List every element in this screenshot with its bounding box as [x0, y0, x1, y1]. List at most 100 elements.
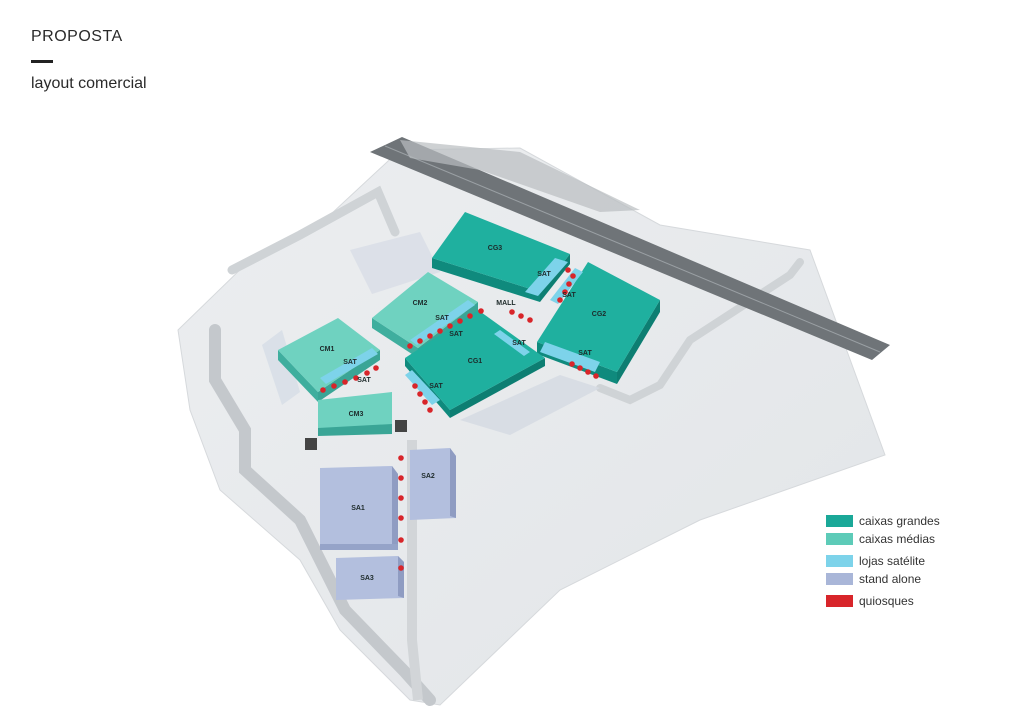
legend-item-caixas-grandes: caixas grandes [826, 512, 940, 530]
context-building [262, 330, 300, 405]
checker-marker [395, 420, 407, 432]
label-sat: SAT [562, 292, 576, 299]
satellite-strip [494, 330, 530, 356]
context-building [460, 375, 600, 435]
label-mall: MALL [496, 300, 516, 307]
label-sat: SAT [578, 350, 592, 357]
kiosk-marker [320, 387, 326, 393]
kiosk-marker [467, 313, 473, 319]
kiosk-marker [557, 297, 563, 303]
kiosk-marker [364, 370, 370, 376]
square-swatch-icon [826, 515, 853, 527]
legend-label: lojas satélite [859, 554, 926, 568]
building-sa1 [320, 466, 398, 550]
kiosk-marker [562, 289, 568, 295]
legend: caixas grandes caixas médias lojas satél… [826, 512, 940, 610]
legend-label: stand alone [859, 572, 922, 586]
kiosk-group [320, 267, 599, 571]
kiosk-marker [566, 281, 572, 287]
label-sat: SAT [429, 383, 443, 390]
building-cg3 [432, 212, 570, 302]
kiosk-marker [569, 361, 575, 367]
kiosk-marker [398, 475, 404, 481]
kiosk-marker [577, 365, 583, 371]
title-divider [31, 60, 53, 63]
building-cg1 [405, 310, 545, 418]
label-cm1: CM1 [320, 346, 335, 353]
label-sa3: SA3 [360, 575, 374, 582]
label-sa2: SA2 [421, 473, 435, 480]
kiosk-marker [398, 515, 404, 521]
legend-item-quiosques: quiosques [826, 592, 940, 610]
kiosk-marker [422, 399, 428, 405]
label-sa1: SA1 [351, 505, 365, 512]
kiosk-marker [447, 323, 453, 329]
kiosk-marker [407, 343, 413, 349]
label-sat: SAT [537, 271, 551, 278]
kiosk-marker [373, 365, 379, 371]
legend-item-lojas-satelite: lojas satélite [826, 552, 940, 570]
legend-label: caixas médias [859, 532, 936, 546]
kiosk-marker [478, 308, 484, 314]
kiosk-marker [427, 407, 433, 413]
kiosk-marker [353, 375, 359, 381]
label-cm3: CM3 [349, 411, 364, 418]
square-swatch-icon [826, 555, 853, 567]
context-building [350, 232, 440, 294]
satellite-strip [320, 348, 378, 384]
kiosk-marker [398, 455, 404, 461]
building-cm3 [305, 392, 407, 450]
satellite-strip [525, 258, 568, 296]
kiosk-marker [437, 328, 443, 334]
page-title: PROPOSTA [31, 28, 123, 45]
kiosk-marker [585, 369, 591, 375]
legend-label: quiosques [859, 594, 914, 608]
kiosk-marker [565, 267, 571, 273]
label-cg2: CG2 [592, 311, 607, 318]
label-cm2: CM2 [413, 300, 428, 307]
legend-item-caixas-medias: caixas médias [826, 530, 940, 548]
kiosk-marker [593, 373, 599, 379]
satellite-strip [410, 300, 475, 345]
satellite-strip [405, 370, 440, 405]
legend-item-stand-alone: stand alone [826, 570, 940, 588]
kiosk-marker [398, 495, 404, 501]
kiosk-marker [398, 565, 404, 571]
kiosk-marker [427, 333, 433, 339]
east-road [596, 258, 804, 405]
square-swatch-icon [826, 595, 853, 607]
highway-lane-line [384, 145, 881, 353]
building-cm1 [278, 318, 380, 402]
label-sat: SAT [512, 340, 526, 347]
label-sat: SAT [357, 377, 371, 384]
kiosk-marker [527, 317, 533, 323]
square-swatch-icon [826, 533, 853, 545]
satellite-strip [540, 342, 600, 372]
kiosk-marker [331, 383, 337, 389]
kiosk-marker [509, 309, 515, 315]
kiosk-marker [412, 383, 418, 389]
inner-road [227, 185, 400, 275]
page-subtitle: layout comercial [31, 75, 147, 92]
label-sat: SAT [449, 331, 463, 338]
label-sat: SAT [343, 359, 357, 366]
kiosk-marker [570, 273, 576, 279]
legend-label: caixas grandes [859, 514, 940, 528]
kiosk-marker [518, 313, 524, 319]
site-ground [177, 147, 886, 706]
kiosk-marker [398, 537, 404, 543]
building-sa2 [410, 448, 456, 520]
kiosk-marker [417, 391, 423, 397]
label-sat: SAT [435, 315, 449, 322]
perimeter-road [209, 324, 436, 706]
kiosk-marker [457, 318, 463, 324]
highway-ramp [400, 140, 640, 212]
label-cg3: CG3 [488, 245, 503, 252]
page-header: PROPOSTA layout comercial [31, 28, 147, 93]
kiosk-marker [417, 338, 423, 344]
checker-marker [305, 438, 317, 450]
label-cg1: CG1 [468, 358, 483, 365]
square-swatch-icon [826, 573, 853, 585]
kiosk-marker [342, 379, 348, 385]
